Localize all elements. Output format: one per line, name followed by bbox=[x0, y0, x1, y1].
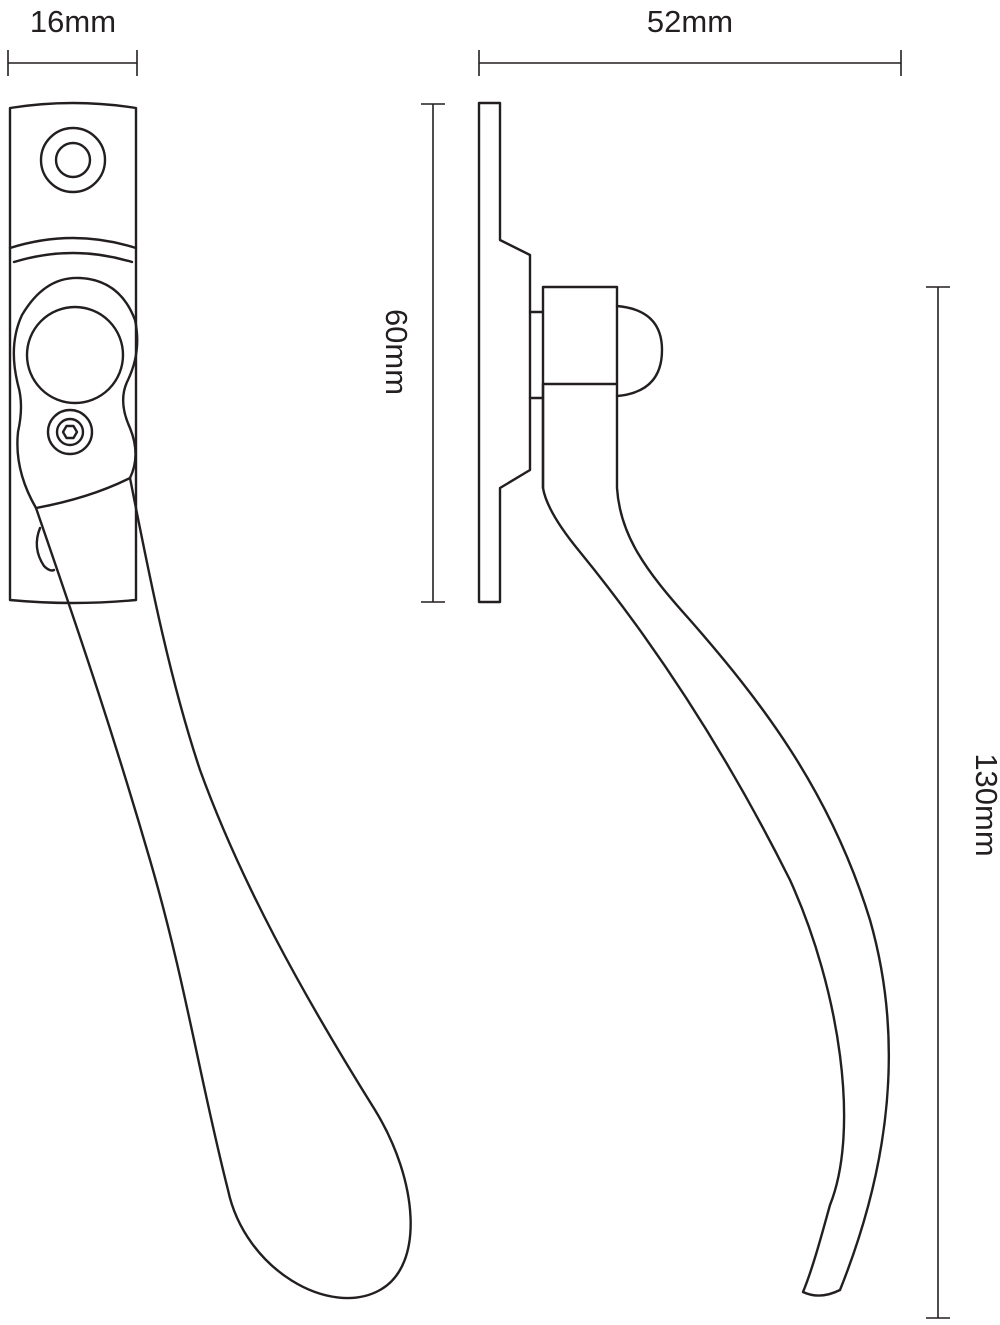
dimension-overall-length: 130mm bbox=[926, 286, 1000, 1319]
front-view bbox=[8, 101, 412, 1300]
side-view bbox=[477, 101, 891, 1297]
handle-head-outline bbox=[12, 276, 139, 510]
front-backplate-outline bbox=[8, 101, 138, 605]
dimension-label-side-depth: 52mm bbox=[647, 4, 733, 39]
dimension-front-width: 16mm bbox=[7, 4, 138, 76]
grub-screw-inner bbox=[55, 417, 85, 447]
dimension-plate-height: 60mm bbox=[379, 103, 445, 603]
dimension-side-depth: 52mm bbox=[478, 4, 902, 76]
dimension-label-plate-height: 60mm bbox=[379, 309, 414, 395]
side-backplate-profile bbox=[477, 101, 532, 604]
top-screw-outer bbox=[39, 126, 107, 194]
top-screw-inner bbox=[54, 141, 92, 179]
boss-block bbox=[541, 285, 619, 386]
handle-arm-outline bbox=[34, 476, 412, 1300]
dimension-label-overall-length: 130mm bbox=[969, 753, 1000, 856]
lower-lug bbox=[35, 526, 56, 572]
hex-socket-icon bbox=[61, 424, 79, 440]
side-handle-arm bbox=[541, 382, 891, 1297]
spindle-circle bbox=[25, 305, 125, 405]
grub-screw-outer bbox=[46, 408, 94, 456]
knob-dome bbox=[615, 304, 664, 398]
boss-arc-outer bbox=[8, 236, 138, 250]
boss-arc-inner bbox=[12, 251, 134, 264]
dimension-label-front-width: 16mm bbox=[30, 4, 116, 39]
